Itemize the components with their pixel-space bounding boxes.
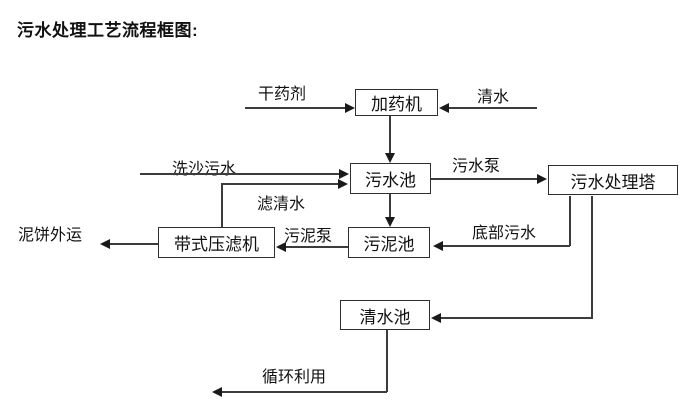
arrowhead-bottom-sewage — [433, 241, 443, 251]
node-treatment-tower-label: 污水处理塔 — [570, 172, 656, 192]
label-sand-washing-sewage: 洗沙污水 — [172, 161, 237, 178]
node-treatment-tower: 污水处理塔 — [548, 165, 678, 195]
node-sewage-pool-label: 污水池 — [365, 171, 416, 190]
node-dosing-machine: 加药机 — [355, 89, 438, 116]
arrowhead-tower-to-clean — [431, 313, 441, 323]
arrowhead-dosing-to-sewage — [385, 153, 395, 163]
connector-dry-agent-line — [245, 107, 347, 109]
connector-recycle-hline — [221, 391, 387, 393]
label-recycle: 循环利用 — [262, 369, 327, 386]
arrowhead-clean-water — [439, 103, 449, 113]
arrowhead-recycle — [212, 387, 222, 397]
node-belt-filter-press-label: 带式压滤机 — [174, 235, 259, 254]
connector-mud-cake-line — [108, 243, 158, 245]
node-dosing-machine-label: 加药机 — [371, 95, 422, 114]
arrowhead-sand-washing — [339, 169, 349, 179]
connector-sand-washing-line — [140, 173, 342, 175]
node-belt-filter-press: 带式压滤机 — [158, 227, 275, 258]
connector-sewage-pump-line — [431, 178, 539, 180]
arrowhead-filtered-water — [338, 179, 348, 189]
arrowhead-mud-cake — [100, 239, 110, 249]
connector-sewage-to-sludge-line — [389, 194, 391, 219]
label-dry-agent: 干药剂 — [258, 86, 307, 103]
connector-dosing-to-sewage-line — [389, 116, 391, 154]
connector-clean-water-line — [448, 107, 537, 109]
connector-sludge-pump-line — [285, 246, 348, 248]
connector-tower-to-clean-vline — [591, 196, 593, 319]
arrowhead-sludge-pump — [276, 242, 286, 252]
diagram-title: 污水处理工艺流程框图: — [17, 21, 199, 40]
connector-recycle-vline — [386, 330, 388, 392]
arrowhead-sewage-to-sludge — [385, 217, 395, 227]
label-clean-water: 清水 — [477, 89, 510, 106]
arrowhead-sewage-pump — [537, 174, 547, 184]
label-bottom-sewage: 底部污水 — [472, 225, 537, 242]
node-sludge-pool: 污泥池 — [348, 227, 430, 258]
node-sludge-pool-label: 污泥池 — [363, 235, 415, 254]
label-sludge-pump: 污泥泵 — [284, 228, 333, 245]
connector-bottom-sewage-vline — [569, 196, 571, 246]
connector-bottom-sewage-hline — [442, 245, 570, 247]
arrowhead-dry-agent — [345, 103, 355, 113]
label-filtered-water: 滤清水 — [257, 196, 306, 213]
label-sewage-pump: 污水泵 — [452, 158, 501, 175]
connector-filtered-water-vline — [221, 184, 223, 227]
connector-filtered-water-hline — [221, 183, 340, 185]
node-clean-water-pool-label: 清水池 — [359, 307, 411, 327]
node-clean-water-pool: 清水池 — [340, 300, 430, 330]
node-sewage-pool: 污水池 — [350, 163, 431, 194]
connector-tower-to-clean-hline — [440, 317, 592, 319]
label-mud-cake-out: 泥饼外运 — [18, 227, 83, 244]
